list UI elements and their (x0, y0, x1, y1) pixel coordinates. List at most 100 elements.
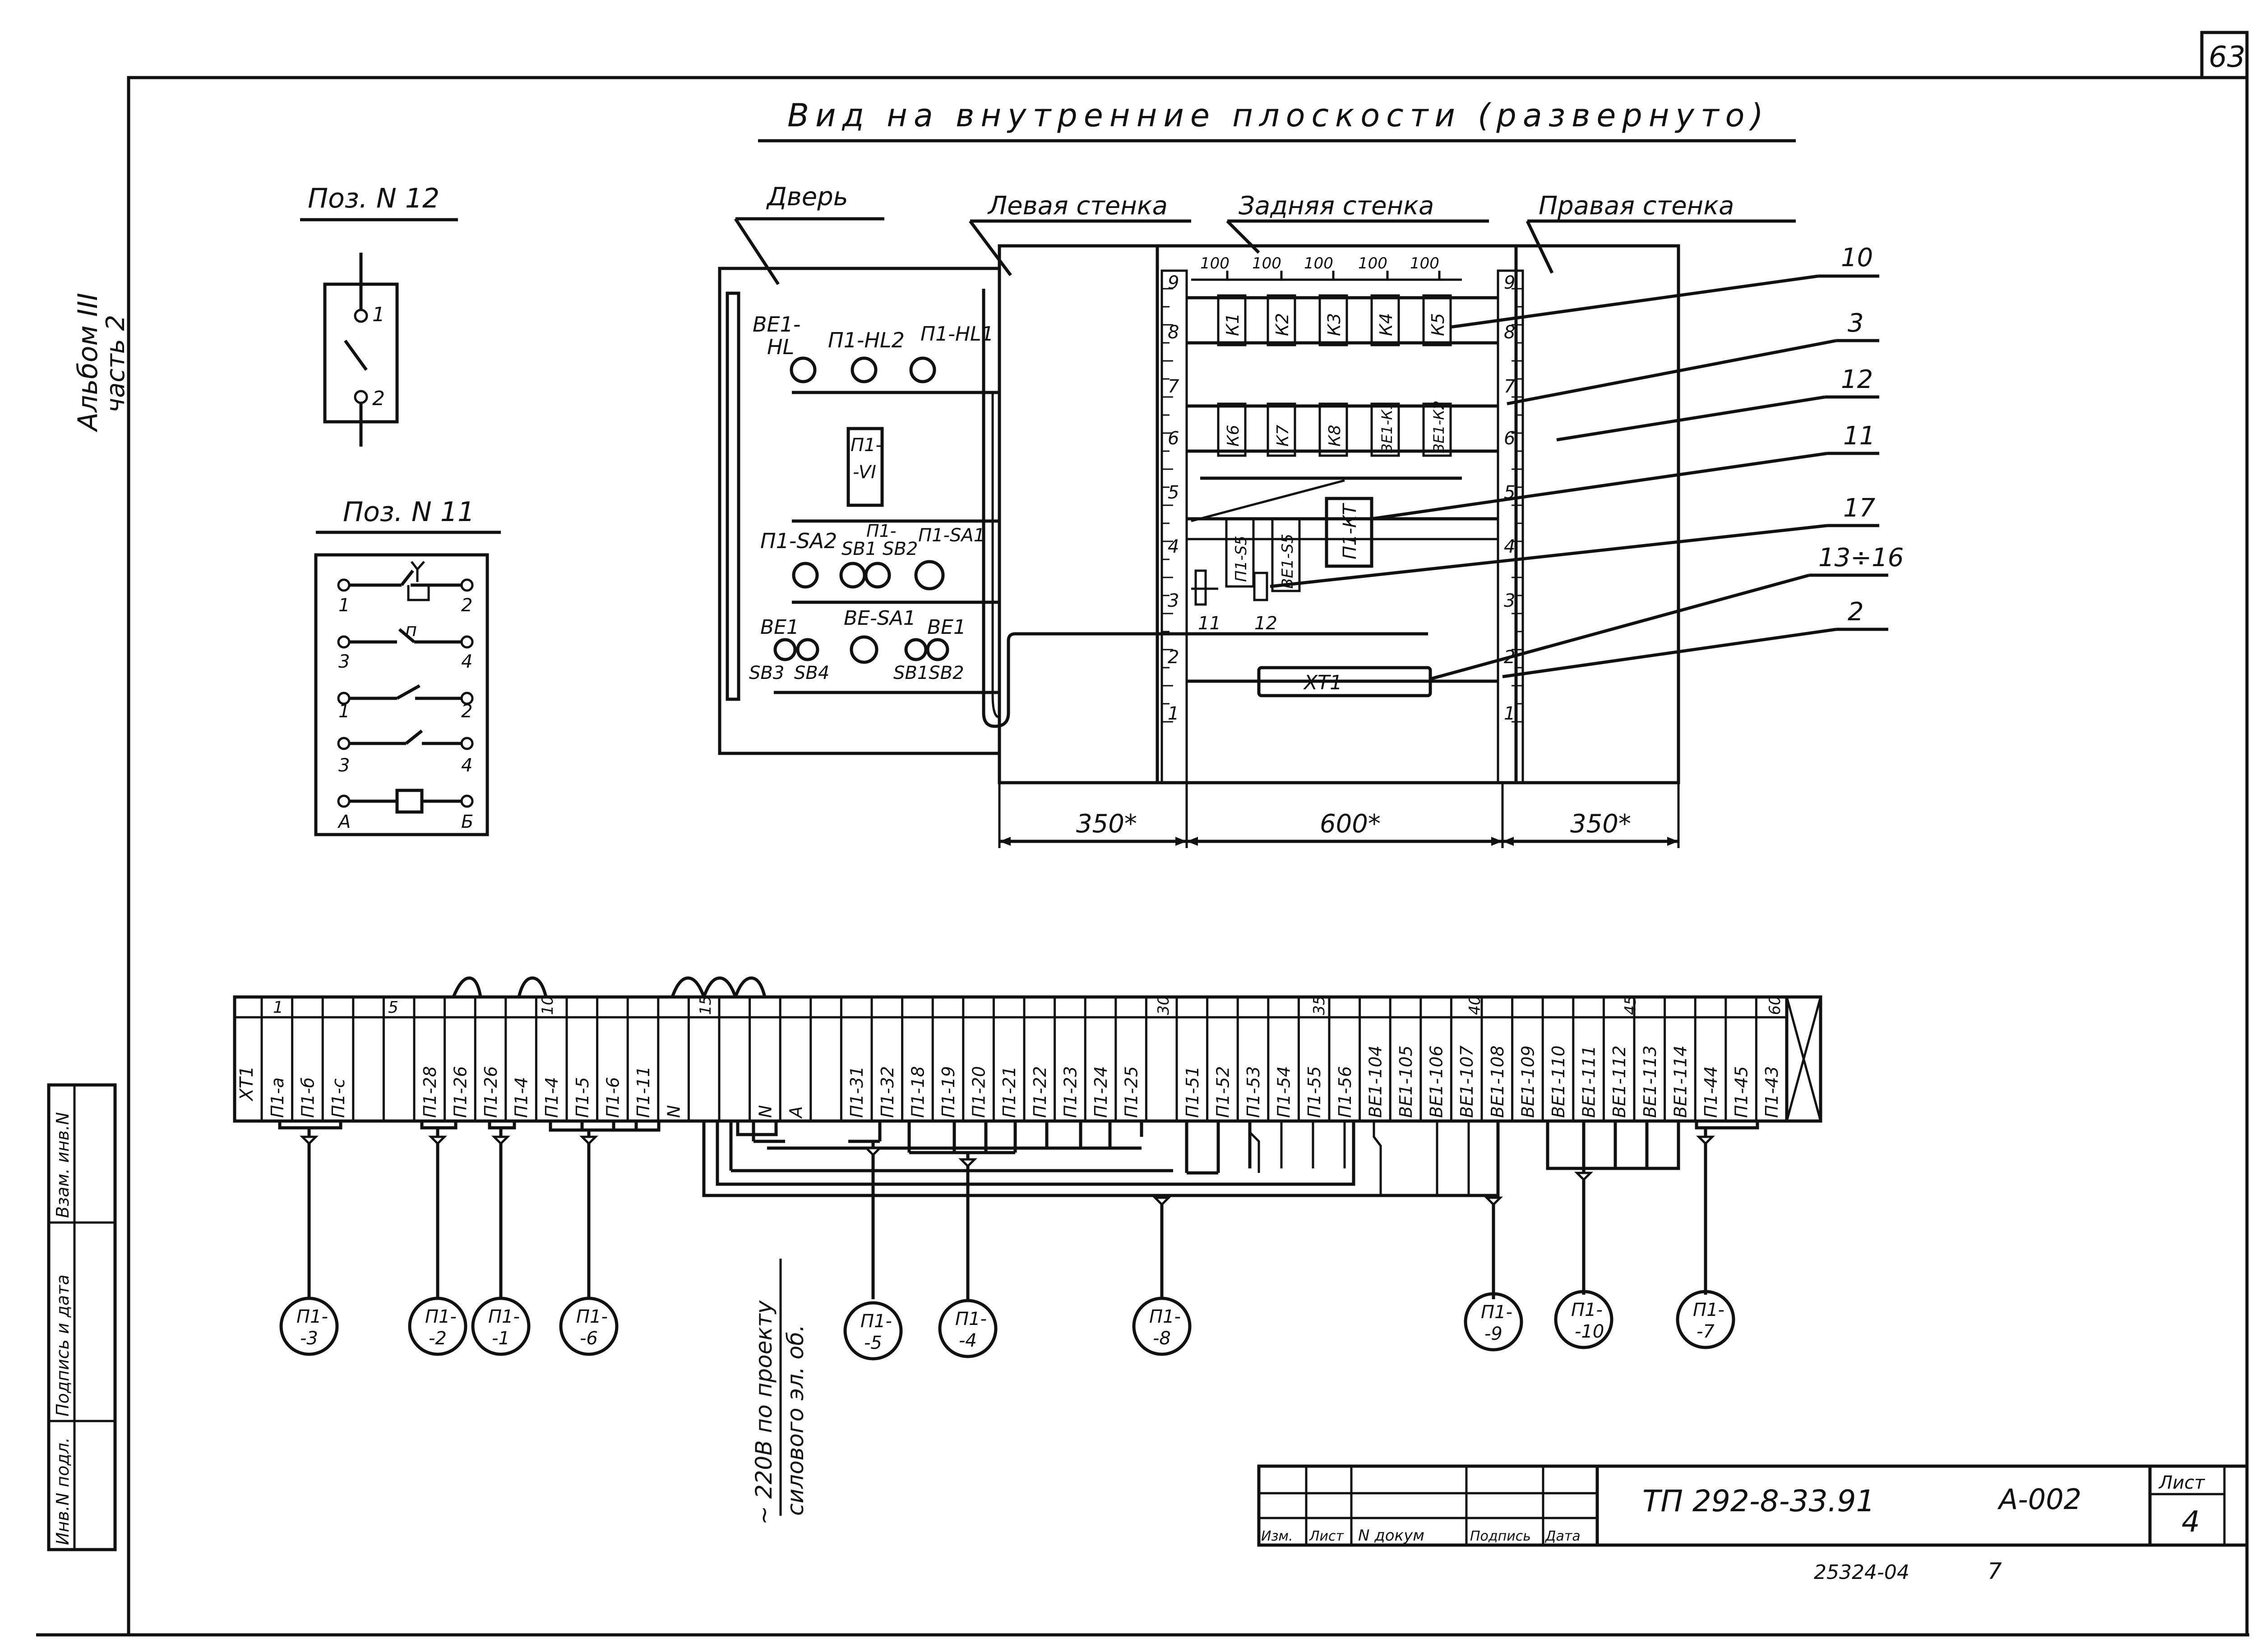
cable-label-bottom: -4 (959, 1330, 977, 1351)
rail-right-7: 7 (1504, 376, 1516, 397)
device-p1-kt: П1-КТ (1340, 503, 1360, 559)
spacing-2: 100 (1252, 254, 1281, 272)
terminal-label: П1-5 (573, 1077, 592, 1118)
sheet-label: Лист (2158, 1472, 2205, 1493)
terminal-label: ВЕ1-105 (1396, 1046, 1416, 1118)
view-labels: Дверь Левая стенка Задняя стенка Правая … (734, 182, 1796, 285)
terminal-label: ВЕ1-111 (1579, 1046, 1599, 1118)
door-sa2: П1-SА2 (760, 529, 837, 553)
terminal-label: ВЕ1-113 (1640, 1046, 1660, 1118)
tb-col-date: Дата (1544, 1528, 1581, 1544)
door-sa1: П1-SА1 (918, 525, 985, 546)
spacing-1: 100 (1200, 254, 1230, 272)
pos11-l2: 3 (338, 651, 350, 672)
terminal-label: П1-21 (999, 1066, 1019, 1118)
sheet-number: 63 (2209, 41, 2245, 74)
cable-label-bottom: -7 (1697, 1321, 1715, 1342)
rail-right-4: 4 (1504, 536, 1515, 557)
cable-label-bottom: -5 (864, 1333, 882, 1353)
cable-circle (938, 1299, 998, 1358)
doc-number: А-002 (1997, 1483, 2081, 1516)
terminal-label: П1-32 (878, 1066, 897, 1118)
tb-col-doc: N докум (1358, 1527, 1424, 1545)
cable-circle (279, 1297, 339, 1356)
pos11-l4: 3 (338, 755, 350, 776)
pos11-detail: Поз. N 11 п 1 3 1 3 А 2 4 2 4 Б (314, 496, 501, 836)
cable-circle (1554, 1290, 1613, 1349)
terminal-label: П1-19 (938, 1066, 958, 1118)
spacing-3: 100 (1304, 254, 1333, 272)
tb-marker-10: 10 (539, 996, 557, 1015)
terminal-label: П1-45 (1732, 1066, 1752, 1118)
terminal-label: ВЕ1-107 (1457, 1046, 1477, 1118)
rail-left-9: 9 (1168, 272, 1179, 293)
cable-label-top: П1- (1693, 1300, 1724, 1320)
cable-circle (471, 1297, 531, 1356)
door-be1-hl-b: НL (767, 335, 794, 359)
terminal-label: ВЕ1-114 (1670, 1046, 1690, 1118)
terminal-label: П1-43 (1762, 1066, 1782, 1118)
rail-numbers-left: 1 2 3 4 5 6 7 8 9 (1168, 272, 1179, 724)
relay-k8: К8 (1326, 425, 1344, 447)
callouts: 10 3 12 11 17 13÷16 2 (1270, 243, 1904, 681)
spacing-5: 100 (1410, 254, 1439, 272)
relay-be1-k1: ВЕ1-К1 (1378, 401, 1396, 453)
terminal-label: ВЕ1-108 (1488, 1046, 1507, 1118)
relay-k7: К7 (1274, 425, 1292, 447)
label-back-wall: Задняя стенка (1239, 191, 1434, 221)
terminal-label: П1-24 (1091, 1066, 1111, 1118)
tb-marker-40: 40 (1466, 996, 1484, 1015)
terminal-cells (260, 997, 1788, 1121)
terminal-label: П1-с (328, 1079, 348, 1118)
tb-marker-60: 60 (1766, 996, 1784, 1015)
pos12-contact-1: 1 (372, 303, 385, 326)
door-be1-left: ВЕ1 (760, 616, 799, 639)
relay-row-mid-labels: К6 К7 К8 ВЕ1-К1 ВЕ1-К2 (1224, 401, 1447, 453)
title-block: Изм. Лист N докум Подпись Дата ТП 292-8-… (1257, 1464, 2249, 1547)
terminal-label: П1-4 (512, 1077, 532, 1118)
rail-left-2: 2 (1168, 647, 1179, 668)
rail-right-3: 3 (1504, 591, 1515, 611)
terminal-label: П1-44 (1701, 1066, 1721, 1118)
terminal-label: ВЕ1-112 (1609, 1046, 1629, 1118)
rail-left-4: 4 (1168, 536, 1179, 557)
cable-label-bottom: -9 (1484, 1324, 1502, 1344)
doc-code: ТП 292-8-33.91 (1642, 1484, 1875, 1518)
pos11-title: Поз. N 11 (343, 496, 475, 528)
terminal-label: ВЕ1-110 (1549, 1046, 1568, 1118)
pos12-detail: Поз. N 12 1 2 (300, 183, 458, 447)
label-item-12: 12 (1254, 613, 1277, 634)
rail-left-7: 7 (1168, 376, 1179, 397)
terminal-label: П1-б (298, 1077, 318, 1118)
album-note: Альбом III часть 2 (72, 293, 130, 433)
tb-marker-1: 1 (273, 998, 283, 1017)
order-number: 25324-04 (1814, 1561, 1909, 1584)
terminal-label: П1-23 (1060, 1066, 1080, 1118)
label-right-wall: Правая стенка (1539, 191, 1734, 221)
cable-circle (559, 1297, 619, 1356)
door-vi-a: П1- (851, 435, 882, 456)
relay-row-top-labels: К1 К2 К3 К4 К5 (1223, 313, 1448, 336)
door-sb-a: П1- (866, 521, 896, 541)
rail-left-3: 3 (1168, 591, 1179, 611)
stamp-podpis: Подпись и дата (53, 1274, 73, 1417)
cable-circle (408, 1297, 467, 1356)
terminal-label: П1-31 (847, 1066, 867, 1118)
terminal-label: П1-20 (969, 1066, 989, 1118)
door-be1-right: ВЕ1 (927, 616, 966, 639)
terminal-label: П1-4 (542, 1077, 562, 1118)
relay-k4: К4 (1376, 313, 1396, 336)
door-hl1: П1-НL1 (920, 323, 994, 346)
pos11-contacts (337, 578, 474, 808)
cable-label-top: П1- (488, 1306, 520, 1327)
rail-right-1: 1 (1504, 703, 1515, 724)
tb-xt1: ХТ1 (236, 1066, 257, 1102)
terminal-label: П1-11 (633, 1066, 653, 1118)
dimensions: 350* 600* 350* (999, 783, 1678, 848)
cable-circles: П1--3П1--2П1--1П1--6П1--5П1--4П1--8П1--9… (279, 1290, 1735, 1361)
label-left-wall: Левая стенка (987, 191, 1168, 221)
cable-label-bottom: -6 (580, 1328, 598, 1349)
pos11-l5: А (337, 812, 351, 832)
